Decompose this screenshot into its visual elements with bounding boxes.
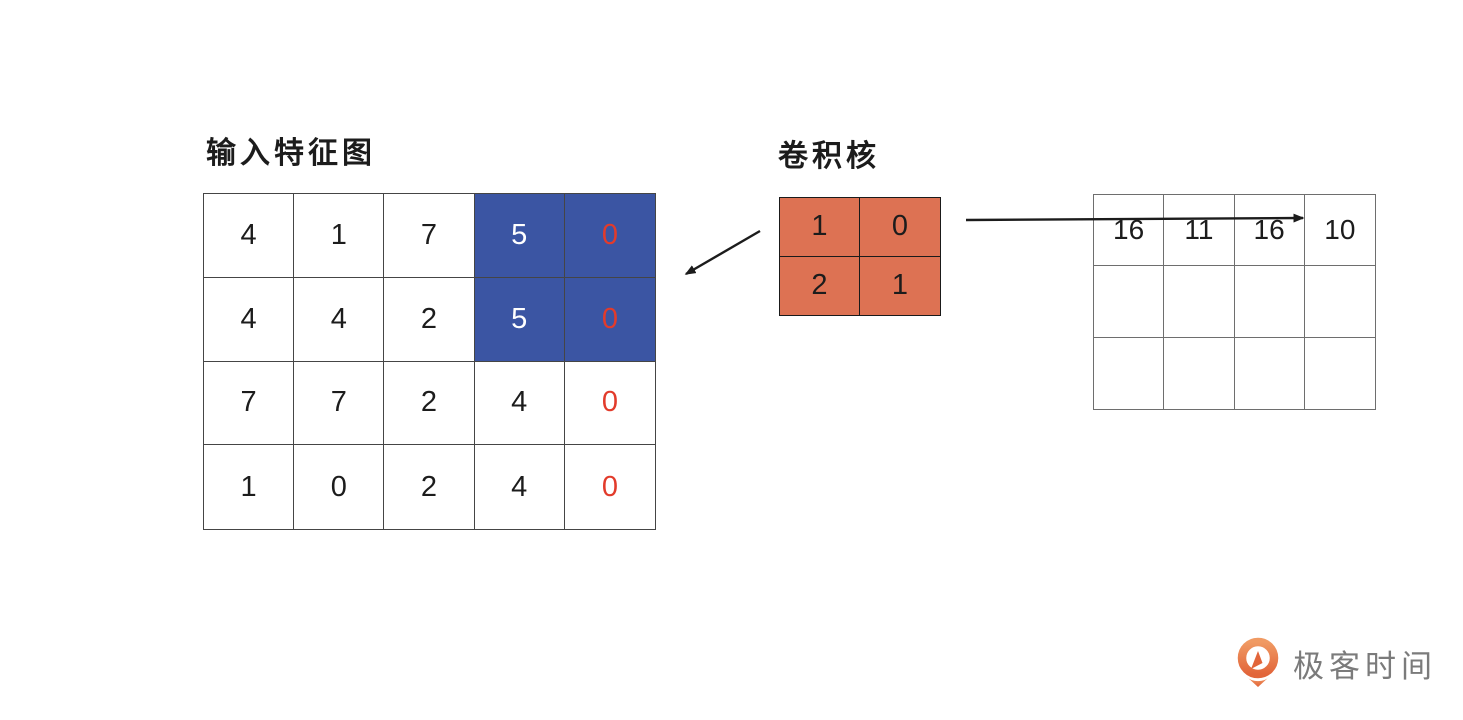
input-grid-cell: 2 [384, 361, 475, 446]
output-grid-cell [1164, 266, 1235, 338]
output-grid-cell [1094, 266, 1165, 338]
kernel-to-input-arrow [684, 229, 761, 276]
geektime-logo-icon [1237, 637, 1279, 687]
output-grid-cell: 16 [1094, 195, 1165, 267]
input-grid-cell: 2 [384, 277, 475, 362]
input-grid-cell: 7 [384, 194, 475, 278]
output-grid-cell [1305, 338, 1375, 409]
input-grid-cell: 4 [204, 194, 295, 278]
input-grid-cell: 1 [204, 445, 295, 529]
output-grid-cell [1094, 337, 1165, 409]
input-grid-cell: 4 [294, 277, 385, 362]
input-grid-cell: 4 [474, 361, 565, 446]
input-grid-cell: 1 [294, 194, 385, 278]
input-grid-cell: 7 [204, 361, 295, 446]
input-grid-cell: 5 [474, 194, 565, 278]
input-grid-cell: 0 [564, 277, 655, 362]
geektime-logo: 极客时间 [1234, 636, 1437, 690]
input-grid-cell: 7 [294, 361, 385, 446]
kernel-grid-cell: 0 [860, 198, 940, 257]
output-grid-cell: 16 [1234, 195, 1305, 267]
output-grid-cell: 10 [1304, 195, 1375, 267]
input-grid-cell: 2 [384, 445, 475, 529]
input-feature-map-title: 输入特征图 [206, 137, 376, 170]
output-grid-cell [1304, 266, 1375, 338]
input-grid-cell: 0 [564, 362, 655, 446]
input-grid-cell: 0 [564, 194, 655, 278]
kernel-grid-cell: 1 [780, 198, 860, 257]
input-grid-cell: 0 [294, 445, 385, 529]
input-grid-cell: 5 [474, 277, 565, 362]
kernel-title: 卷积核 [778, 140, 880, 173]
input-grid-cell: 4 [475, 445, 565, 529]
kernel-grid-cell: 1 [860, 256, 940, 315]
output-grid-cell [1235, 337, 1305, 409]
output-grid-cell [1164, 337, 1235, 409]
input-grid-cell: 0 [601, 470, 618, 503]
geektime-logo-text: 极客时间 [1293, 648, 1437, 684]
kernel-grid-cell: 2 [780, 256, 860, 315]
input-grid-cell: 4 [204, 277, 295, 362]
output-grid-cell [1234, 266, 1305, 338]
output-grid-cell: 11 [1164, 195, 1235, 267]
